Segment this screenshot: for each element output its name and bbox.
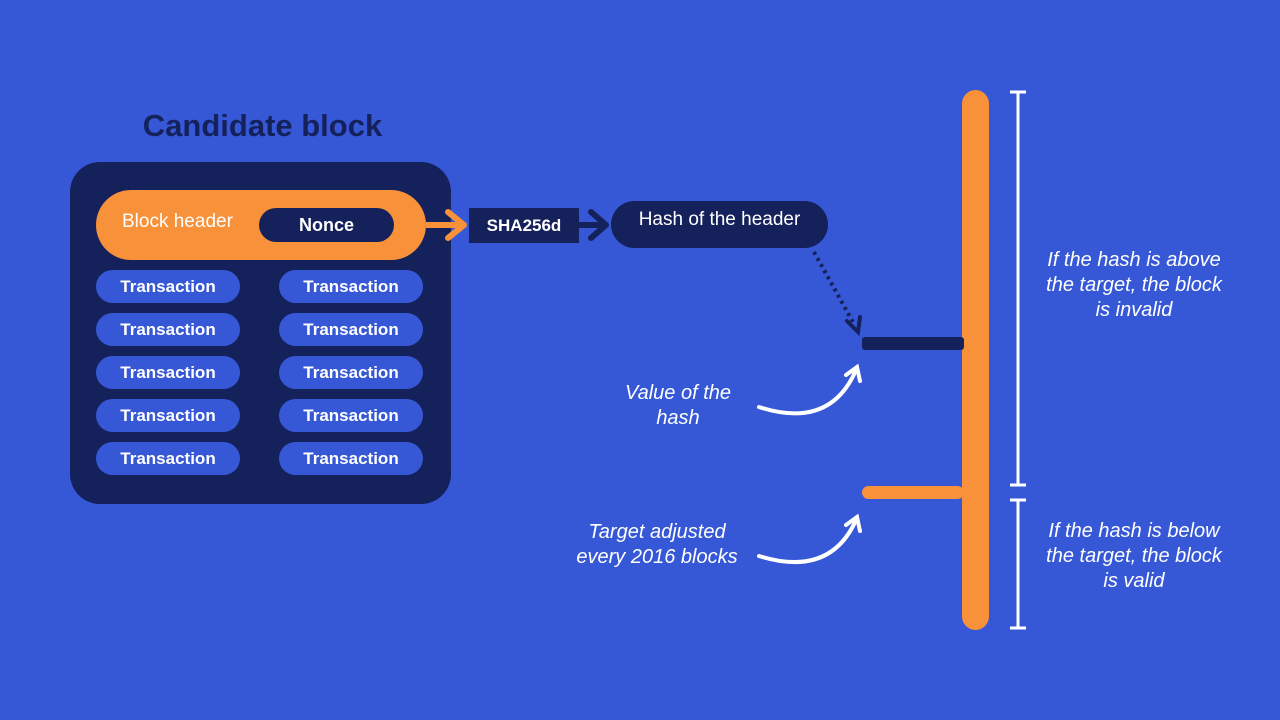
transaction-pill: Transaction: [279, 399, 423, 432]
target-marker: [862, 486, 964, 499]
sha256d-box: SHA256d: [469, 208, 579, 243]
transaction-pill: Transaction: [279, 313, 423, 346]
transaction-pill: Transaction: [96, 399, 240, 432]
transaction-pill: Transaction: [279, 356, 423, 389]
value-curved-arrow: [757, 363, 862, 416]
below-target-note: If the hash is below the target, the blo…: [1046, 520, 1222, 592]
block-header-label: Block header: [122, 211, 233, 232]
hash-scale-bar: [962, 90, 989, 630]
target-note: Target adjusted every 2016 blocks: [576, 521, 738, 568]
above-target-note: If the hash is above the target, the blo…: [1046, 249, 1222, 321]
target-curved-arrow: [757, 513, 862, 564]
invalid-range-bracket: [1010, 90, 1026, 487]
diagram-title: Candidate block: [142, 108, 383, 143]
sha-to-hash-arrow: [579, 209, 609, 241]
header-to-sha-arrow: [426, 209, 467, 241]
hash-of-header-pill: Hash of the header: [611, 201, 828, 248]
transaction-pill: Transaction: [96, 442, 240, 475]
transaction-pill: Transaction: [96, 270, 240, 303]
transaction-pill: Transaction: [279, 442, 423, 475]
hash-to-value-dotted-arrow: [812, 251, 862, 337]
valid-range-bracket: [1010, 498, 1026, 630]
transaction-pill: Transaction: [279, 270, 423, 303]
hash-value-marker: [862, 337, 964, 350]
transaction-pill: Transaction: [96, 356, 240, 389]
nonce-pill: Nonce: [259, 208, 394, 242]
hash-value-note: Value of the hash: [624, 382, 731, 429]
transaction-pill: Transaction: [96, 313, 240, 346]
